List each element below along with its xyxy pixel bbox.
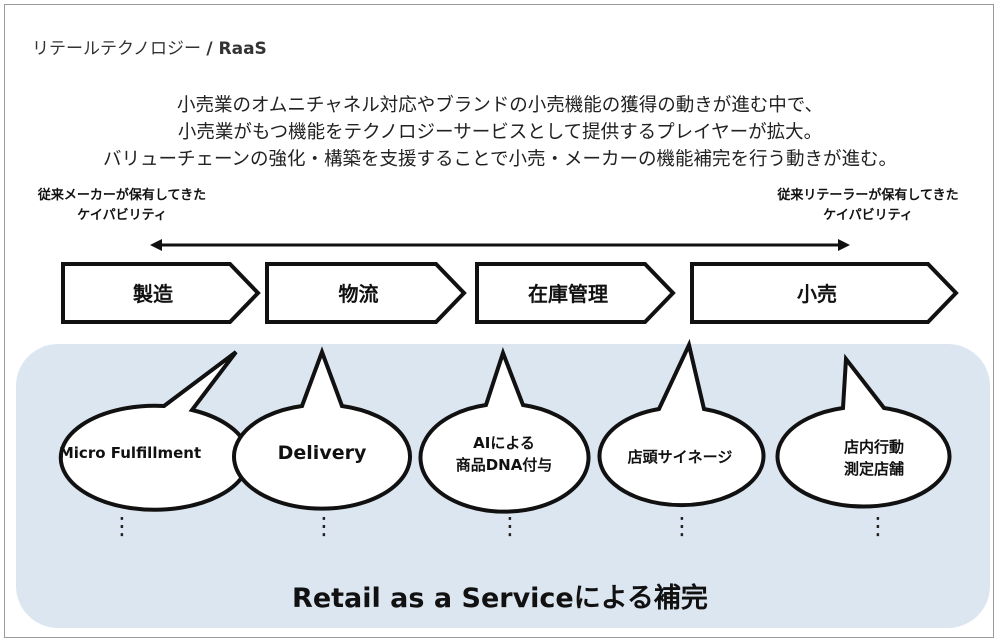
stage-label-manufacturing: 製造 — [133, 282, 173, 306]
more-marker-3: ⋮ — [498, 512, 522, 540]
retailer-capability-line-2: ケイパビリティ — [823, 208, 913, 223]
page-title-suffix: / RaaS — [206, 39, 267, 59]
more-marker-1: ⋮ — [110, 512, 134, 540]
intro-line-1: 小売業のオムニチャネル対応やブランドの小売機能の獲得の動きが進む中で、 — [176, 95, 824, 116]
page-title-main: リテールテクノロジー — [32, 39, 201, 59]
service-bubble-in-store-tracking — [775, 353, 952, 509]
service-label-ai-line-1: AIによる — [473, 434, 535, 452]
slide-frame — [4, 4, 994, 638]
stage-chevron-inventory — [475, 262, 676, 324]
stage-chevron-logistics — [265, 262, 467, 324]
service-label-micro-fulfillment-text: Micro Fulfillment — [58, 444, 202, 462]
capability-axis-arrow — [150, 239, 850, 251]
intro-line-3: バリューチェーンの強化・構築を支援することで小売・メーカーの機能補完を行う動きが… — [102, 149, 898, 170]
service-label-tracking-line-2: 測定店舗 — [843, 460, 904, 478]
stage-chevron-manufacturing — [61, 262, 261, 324]
service-label-tracking-line-1: 店内行動 — [843, 438, 904, 456]
stage-label-retail: 小売 — [797, 282, 837, 306]
stage-label-inventory: 在庫管理 — [528, 282, 608, 306]
service-label-store-signage: 店頭サイネージ — [598, 428, 762, 484]
manufacturer-capability-line-1: 従来メーカーが保有してきた — [37, 188, 207, 203]
more-marker-5: ⋮ — [866, 512, 890, 540]
service-bubble-delivery — [232, 346, 412, 511]
service-label-micro-fulfillment: Micro Fulfillment — [36, 425, 224, 481]
manufacturer-capability-line-2: ケイパビリティ — [77, 208, 167, 223]
service-bubble-store-signage — [597, 338, 766, 508]
raas-caption: Retail as a Serviceによる補完 — [292, 583, 708, 614]
intro-line-2: 小売業がもつ機能をテクノロジーサービスとして提供するプレイヤーが拡大。 — [177, 122, 823, 143]
manufacturer-capability-label: 従来メーカーが保有してきた ケイパビリティ — [14, 186, 230, 226]
stage-chevron-retail — [690, 262, 959, 324]
service-label-delivery: Delivery — [234, 425, 410, 481]
more-marker-4: ⋮ — [670, 512, 694, 540]
service-bubble-ai-product-dna — [418, 347, 591, 514]
service-label-in-store-tracking: 店内行動 測定店舗 — [788, 428, 960, 488]
intro-text: 小売業のオムニチャネル対応やブランドの小売機能の獲得の動きが進む中で、 小売業が… — [0, 92, 1000, 173]
page-title: リテールテクノロジー / RaaS — [32, 34, 267, 59]
service-label-ai-line-2: 商品DNA付与 — [455, 456, 553, 474]
stage-label-logistics: 物流 — [338, 282, 379, 306]
service-label-store-signage-text: 店頭サイネージ — [627, 447, 733, 466]
service-label-ai-product-dna: AIによる 商品DNA付与 — [420, 424, 588, 484]
retailer-capability-line-1: 従来リテーラーが保有してきた — [777, 188, 959, 203]
retailer-capability-label: 従来リテーラーが保有してきた ケイパビリティ — [756, 186, 980, 226]
service-label-delivery-text: Delivery — [277, 442, 367, 464]
more-marker-2: ⋮ — [312, 512, 336, 540]
